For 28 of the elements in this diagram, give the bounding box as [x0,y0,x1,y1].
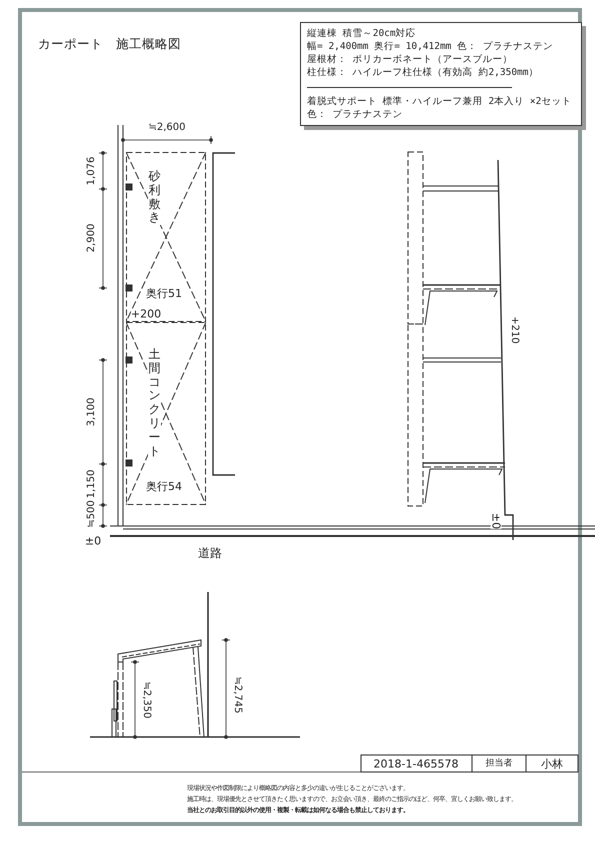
depth-label: 奥行51 [146,288,182,299]
dimension-text: 3,100 [87,398,97,426]
paving-area [126,322,206,505]
drawing-title: カーポート 施工概略図 [38,38,181,50]
dimension-text: ≒500 [87,500,97,528]
spec-text: 幅= 2,400mm 奥行= 10,412mm 色： プラチナステン [307,42,553,52]
dimension-text: ≒2,745 [232,676,242,714]
spec-text: 着脱式サポート 標準・ハイルーフ兼用 2本入り ×2セット [307,97,572,106]
spec-text: 屋根材： ポリカーボネート（アースブルー） [307,55,513,64]
spec-text: 色： プラチナステン [307,110,403,120]
dimension-text: ≒2,350 [141,681,151,719]
dimension-text: ≒2,600 [148,123,186,133]
spec-text: 柱仕様： ハイルーフ柱仕様（有効高 約2,350mm） [307,68,538,78]
level-mark: ±0 [490,512,502,530]
drawing-number: 2018-1-465578 [374,758,458,770]
level-mark: ±0 [84,536,102,546]
area-label: 砂利敷き [148,170,161,226]
staff-label: 担当者 [486,760,512,768]
dimension-text: 1,076 [87,156,97,186]
level-mark: +210 [509,316,519,344]
dimension-text: 1,150 [87,470,97,498]
road-label: 道路 [198,547,222,559]
depth-label: 奥行54 [146,481,182,492]
dimension-text: 2,900 [87,224,97,252]
level-mark: +200 [130,308,162,320]
area-label: 土間コンクリート [148,348,161,458]
spec-text: 縦連棟 積雪～20cm対応 [307,29,416,38]
staff-name: 小林 [541,758,563,770]
